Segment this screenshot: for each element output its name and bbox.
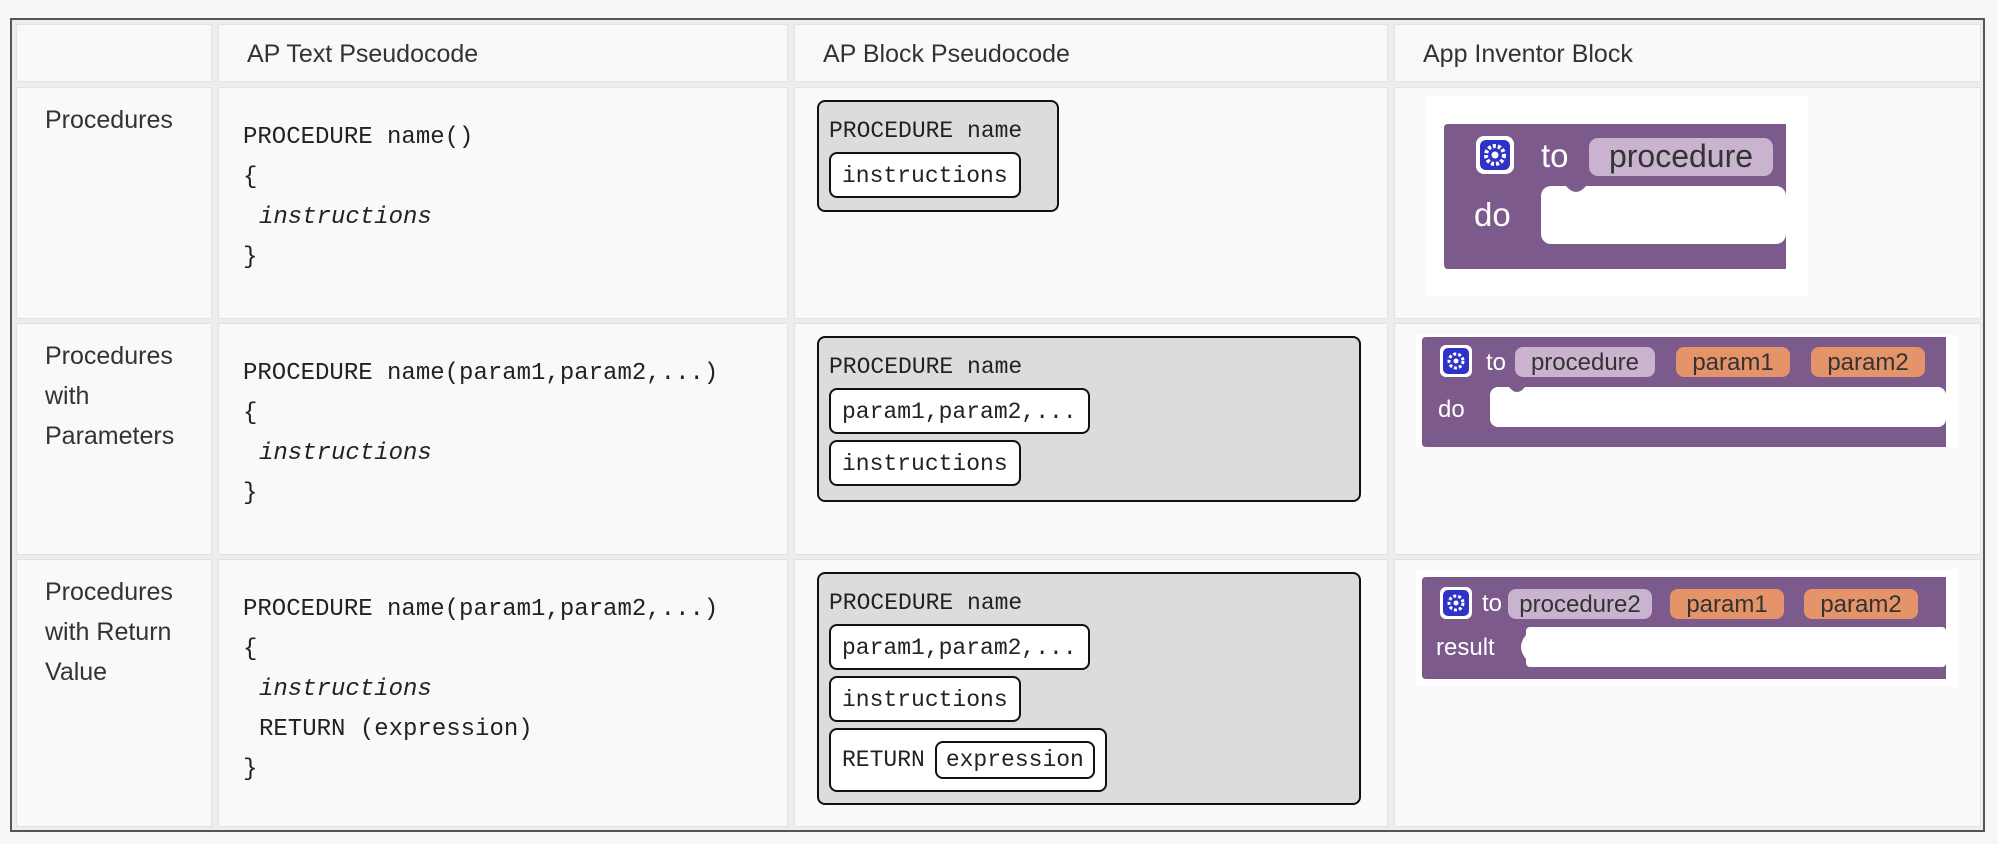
text-code-cell: PROCEDURE name(param1,param2,...) { inst… bbox=[218, 559, 788, 827]
header-block-pseudocode: AP Block Pseudocode bbox=[794, 24, 1388, 82]
row-label-procedures-with-return-value: Procedures with Return Value bbox=[16, 559, 212, 827]
block-head: PROCEDURE name bbox=[829, 354, 1023, 380]
ai-do-label: do bbox=[1474, 196, 1511, 233]
ai-param-2: param2 bbox=[1827, 349, 1908, 376]
ai-block-svg: to procedure param1 param2 do bbox=[1422, 337, 1946, 447]
header-app-inventor-block: App Inventor Block bbox=[1394, 24, 1981, 82]
ai-to-label: to bbox=[1541, 137, 1569, 174]
row-label-line: Parameters bbox=[45, 422, 175, 450]
ai-procedure-name: procedure bbox=[1531, 349, 1639, 376]
ai-param-1: param1 bbox=[1692, 349, 1773, 376]
procedure-block: PROCEDURE name instructions bbox=[817, 100, 1059, 212]
text-code-cell: PROCEDURE name(param1,param2,...) { inst… bbox=[218, 323, 788, 555]
gear-icon bbox=[1447, 352, 1465, 370]
expression-block: expression bbox=[934, 741, 1095, 779]
code-line: { bbox=[243, 400, 258, 427]
code-line: RETURN (expression) bbox=[259, 716, 533, 743]
app-inventor-cell: to procedure do bbox=[1394, 87, 1981, 319]
app-inventor-block: to procedure do bbox=[1426, 96, 1808, 296]
procedure-block: PROCEDURE name param1,param2,... instruc… bbox=[817, 336, 1361, 502]
code-line: { bbox=[243, 164, 258, 191]
ai-block-svg: to procedure do bbox=[1444, 124, 1786, 269]
gear-icon bbox=[1447, 594, 1465, 612]
app-inventor-block: to procedure2 param1 param2 result bbox=[1416, 569, 1958, 687]
block-pseudocode-cell: PROCEDURE name param1,param2,... instruc… bbox=[794, 559, 1388, 827]
app-inventor-cell: to procedure param1 param2 do bbox=[1394, 323, 1981, 555]
return-block: RETURN expression bbox=[829, 728, 1107, 792]
return-keyword: RETURN bbox=[842, 747, 925, 773]
ai-param-2: param2 bbox=[1820, 591, 1901, 618]
row-label-line: Procedures bbox=[45, 106, 173, 134]
row-label-line: with bbox=[45, 382, 90, 410]
block-pseudocode-cell: PROCEDURE name instructions bbox=[794, 87, 1388, 319]
ai-procedure-name: procedure bbox=[1609, 138, 1753, 174]
instructions-block: instructions bbox=[829, 676, 1021, 722]
text-code: PROCEDURE name(param1,param2,...) { inst… bbox=[219, 324, 787, 514]
app-inventor-block: to procedure param1 param2 do bbox=[1416, 335, 1958, 447]
instructions-block: instructions bbox=[829, 440, 1021, 486]
code-line: } bbox=[243, 756, 258, 783]
ai-procedure-name: procedure2 bbox=[1519, 591, 1640, 618]
app-inventor-cell: to procedure2 param1 param2 result bbox=[1394, 559, 1981, 827]
code-line: PROCEDURE name(param1,param2,...) bbox=[243, 596, 719, 623]
code-line: PROCEDURE name() bbox=[243, 124, 474, 151]
code-line: { bbox=[243, 636, 258, 663]
procedure-block: PROCEDURE name param1,param2,... instruc… bbox=[817, 572, 1361, 805]
row-label-line: Value bbox=[45, 658, 108, 686]
params-block: param1,param2,... bbox=[829, 388, 1090, 434]
row-label-line: Procedures bbox=[45, 578, 173, 606]
block-head: PROCEDURE name bbox=[829, 118, 1023, 144]
row-label-line: Procedures bbox=[45, 342, 173, 370]
ai-do-label: do bbox=[1438, 396, 1465, 423]
row-label-procedures-with-parameters: Procedures with Parameters bbox=[16, 323, 212, 555]
row-label-line: with Return bbox=[45, 618, 172, 646]
ai-param-1: param1 bbox=[1686, 591, 1767, 618]
code-line: instructions bbox=[259, 440, 432, 467]
row-label-procedures: Procedures bbox=[16, 87, 212, 319]
code-line: } bbox=[243, 480, 258, 507]
ai-to-label: to bbox=[1486, 349, 1506, 376]
gear-icon bbox=[1484, 144, 1506, 166]
header-empty-cell bbox=[16, 24, 212, 82]
ai-result-label: result bbox=[1436, 634, 1495, 661]
ai-to-label: to bbox=[1482, 590, 1502, 617]
procedures-table: AP Text Pseudocode AP Block Pseudocode A… bbox=[10, 18, 1985, 832]
code-line: } bbox=[243, 244, 258, 271]
instructions-block: instructions bbox=[829, 152, 1021, 198]
ai-block-svg: to procedure2 param1 param2 result bbox=[1422, 577, 1946, 679]
text-code-cell: PROCEDURE name() { instructions } bbox=[218, 87, 788, 319]
block-head: PROCEDURE name bbox=[829, 590, 1023, 616]
text-code: PROCEDURE name(param1,param2,...) { inst… bbox=[219, 560, 787, 790]
text-code: PROCEDURE name() { instructions } bbox=[219, 88, 787, 278]
code-line: PROCEDURE name(param1,param2,...) bbox=[243, 360, 719, 387]
code-line: instructions bbox=[259, 204, 432, 231]
params-block: param1,param2,... bbox=[829, 624, 1090, 670]
header-text-pseudocode: AP Text Pseudocode bbox=[218, 24, 788, 82]
block-pseudocode-cell: PROCEDURE name param1,param2,... instruc… bbox=[794, 323, 1388, 555]
code-line: instructions bbox=[259, 676, 432, 703]
